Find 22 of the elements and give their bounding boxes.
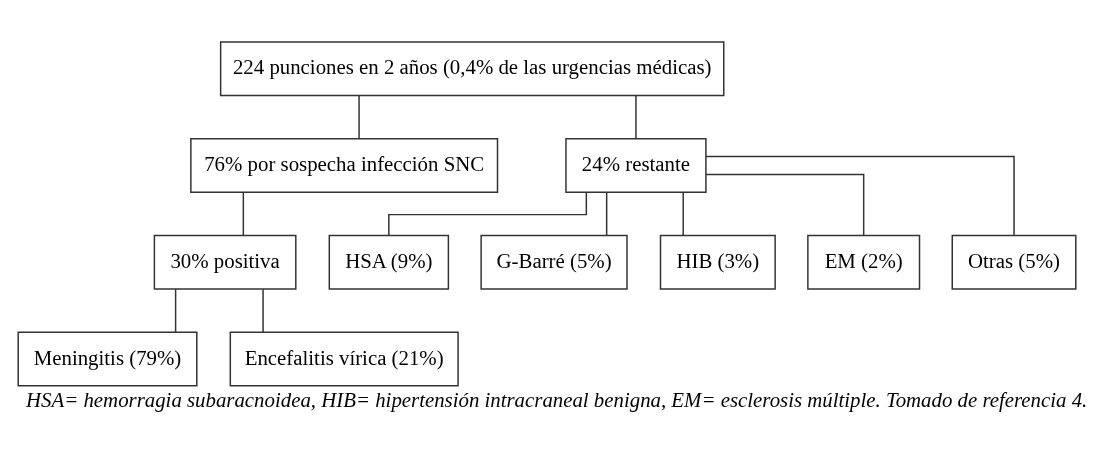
connector <box>242 191 245 237</box>
node-box: 76% por sospecha infección SNC <box>190 137 499 194</box>
node-box: Meningitis (79%) <box>17 331 198 387</box>
connector <box>635 94 637 140</box>
node-box: Otras (5%) <box>951 234 1077 290</box>
node-box: HSA (9%) <box>328 234 450 290</box>
connector <box>705 173 865 237</box>
connector <box>358 94 360 140</box>
caption: HSA= hemorragia subaracnoidea, HIB= hipertensión intracraneal benigna, EM= esclerosis múltiple. Tomado de referencia 4. <box>26 387 1088 412</box>
connector <box>605 191 608 237</box>
connector <box>262 288 264 333</box>
node-box: HIB (3%) <box>659 234 776 290</box>
connector <box>682 191 684 237</box>
node-box: G-Barré (5%) <box>480 234 628 290</box>
connector <box>705 155 1015 236</box>
connector <box>174 288 177 333</box>
node-box: 224 punciones en 2 años (0,4% de las urgencias médicas) <box>219 41 725 97</box>
node-box: 30% positiva <box>153 234 297 290</box>
connector <box>388 191 588 236</box>
node-box: 24% restante <box>565 137 707 194</box>
node-box: EM (2%) <box>807 234 921 290</box>
node-box: Encefalitis vírica (21%) <box>229 331 459 387</box>
